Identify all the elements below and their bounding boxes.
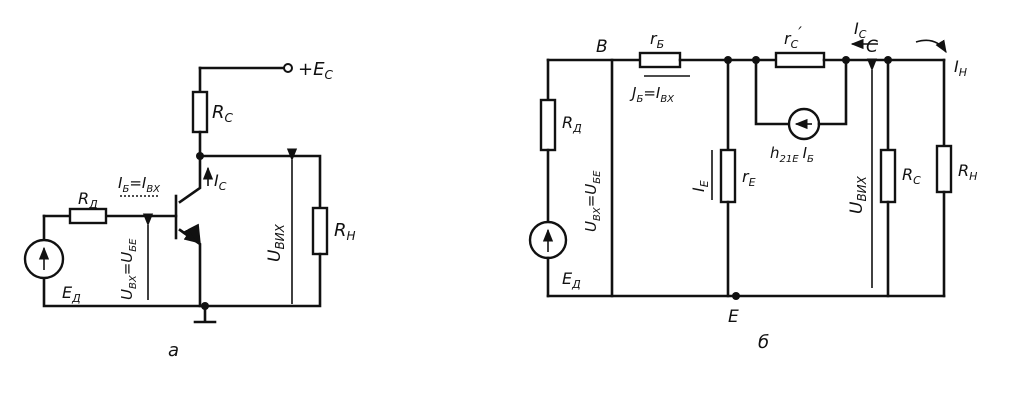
rn-bottom-wire <box>42 252 322 308</box>
label-node-e: E <box>728 307 739 327</box>
label-ed: EД <box>62 283 81 305</box>
label-rn: RН <box>334 220 356 243</box>
caption-b: б <box>758 332 769 353</box>
supply-terminal <box>283 63 293 73</box>
label-ib: IБ=IВХ <box>118 174 161 195</box>
label-ic-b: IC <box>854 19 867 41</box>
resistor-rd <box>68 207 108 225</box>
label-node-b: B <box>596 37 608 57</box>
label-uin-b: UВХ=UБЕ <box>582 170 603 232</box>
node-e <box>732 292 740 300</box>
emitter-lead <box>178 223 202 308</box>
label-supply: +EC <box>298 59 333 82</box>
caption-a: a <box>168 340 179 361</box>
label-rd: RД <box>78 189 98 211</box>
label-rd-b: RД <box>562 113 582 135</box>
label-uout: UВИХ <box>265 223 287 262</box>
label-rc: RC <box>212 102 234 125</box>
label-ed-b: EД <box>562 269 581 291</box>
collector-lead <box>178 154 202 204</box>
label-rb: rБ <box>650 29 664 51</box>
resistor-rc <box>191 90 209 134</box>
label-rc-small: rC′ <box>784 23 802 51</box>
in-b-arrow <box>915 39 947 54</box>
resistor-rc-small <box>774 51 826 69</box>
emitter-arrow <box>181 231 198 243</box>
source-loop <box>754 58 792 126</box>
circuit-a: +EC RC RД RН IБ=IВХ IC EД UВХ=UБЕ UВИХ a <box>23 59 356 361</box>
resistor-re <box>719 148 737 204</box>
collector-wire <box>198 130 322 210</box>
label-ic: IC <box>214 171 227 193</box>
resistor-rb <box>638 51 682 69</box>
resistor-rn <box>311 206 329 256</box>
label-in-b: IН <box>954 57 967 79</box>
label-node-c: C <box>866 37 878 57</box>
resistor-rd-b <box>539 98 557 152</box>
label-ie: IЕ <box>689 180 711 192</box>
label-uin: UВХ=UБЕ <box>118 238 139 300</box>
circuit-b: B C E rБ rC′ IC IН JБ=IВХ RД UВХ=UБЕ IЕ … <box>528 19 977 353</box>
label-uout-b: UВИХ <box>847 175 869 214</box>
label-jb: JБ=IВХ <box>629 84 675 105</box>
label-rc-b: RC <box>902 165 921 187</box>
resistor-rn-b <box>935 144 953 194</box>
label-re: rЕ <box>742 167 756 189</box>
resistor-rc-b <box>879 148 897 204</box>
label-rn-b: RН <box>958 161 977 183</box>
source-loop-right <box>817 58 848 126</box>
